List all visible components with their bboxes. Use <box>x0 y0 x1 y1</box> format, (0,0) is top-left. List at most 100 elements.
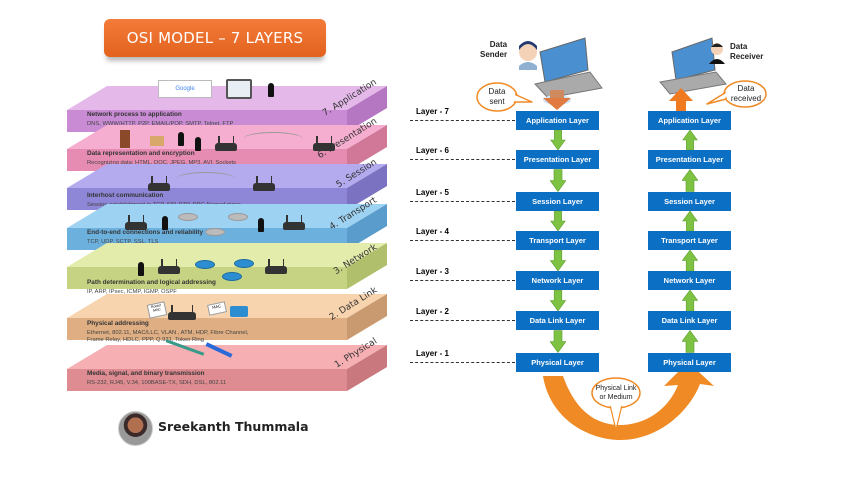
router-icon <box>253 176 275 191</box>
hub-icon <box>178 213 198 221</box>
author-name: Sreekanth Thummala <box>158 419 309 434</box>
layer-dashed-line <box>410 120 515 121</box>
layer-protocols-line2: Frame Relay, HDLC, PPP, Q.921, Token Rin… <box>87 337 204 343</box>
up-arrow-icon <box>682 290 698 311</box>
switch-icon <box>230 306 248 317</box>
layer-tag: Layer - 7 <box>416 107 449 116</box>
layer-tag: Layer - 6 <box>416 146 449 155</box>
layer-dashed-line <box>410 280 515 281</box>
up-arrow-icon <box>682 169 698 192</box>
layer-heading: Network process to application <box>87 111 182 118</box>
receiver-layer-box: Network Layer <box>648 271 731 290</box>
sender-layer-box: Network Layer <box>516 271 599 290</box>
down-arrow-icon <box>550 130 566 150</box>
layer-tag: Layer - 3 <box>416 267 449 276</box>
layer-dashed-line <box>410 362 515 363</box>
router-icon <box>158 259 180 274</box>
sender-layer-box: Data Link Layer <box>516 311 599 330</box>
layer-heading: Media, signal, and binary transmission <box>87 370 205 377</box>
box-icon <box>150 136 164 146</box>
sender-layer-box: Application Layer <box>516 111 599 130</box>
layer-dashed-line <box>410 240 515 241</box>
router-icon <box>148 176 170 191</box>
data-received-text: Data received <box>730 84 762 103</box>
receiver-laptop-icon <box>659 37 727 95</box>
down-arrow-icon <box>550 169 566 192</box>
hub-icon <box>205 228 225 236</box>
data-sent-text: Data sent <box>488 87 506 106</box>
sender-label: Data Sender <box>480 40 508 59</box>
sender-layer-box: Presentation Layer <box>516 150 599 169</box>
up-arrow-icon <box>682 211 698 231</box>
down-arrow-icon <box>550 250 566 271</box>
layer-heading: Path determination and logical addressin… <box>87 279 216 286</box>
author-avatar <box>118 411 153 446</box>
stack-layer-1: Media, signal, and binary transmission R… <box>67 337 387 401</box>
title-banner: OSI MODEL – 7 LAYERS <box>104 19 326 57</box>
layer-protocols: Recognizing data: HTML, DOC, JPEG, MP3, … <box>87 160 237 166</box>
receiver-layer-box: Session Layer <box>648 192 731 211</box>
router-blue-icon <box>195 260 215 269</box>
layer-heading: Interhost communication <box>87 192 164 199</box>
stack-layer-3: Path determination and logical addressin… <box>67 237 387 299</box>
layer-protocols: IP, ARP, IPsec, ICMP, IGMP, OSPF <box>87 289 177 295</box>
slab-shape <box>67 345 387 391</box>
hub-icon <box>228 213 248 221</box>
receiver-person-icon <box>709 43 725 64</box>
layer-tag: Layer - 4 <box>416 227 449 236</box>
person-icon <box>268 83 274 97</box>
sender-layer-box: Physical Layer <box>516 353 599 372</box>
slab-shape <box>67 243 387 289</box>
medium-text: Physical Link or Medium <box>595 385 637 401</box>
data-sent-arrow <box>543 90 571 110</box>
router-blue-icon <box>222 272 242 281</box>
router-icon <box>215 136 237 151</box>
receiver-layer-box: Presentation Layer <box>648 150 731 169</box>
layer-dashed-line <box>410 159 515 160</box>
person-icon <box>138 262 144 276</box>
layer-heading: End-to-end connections and reliability <box>87 229 204 236</box>
sender-layer-box: Transport Layer <box>516 231 599 250</box>
down-arrow-icon <box>550 211 566 231</box>
up-arrow-icon <box>682 250 698 271</box>
computer-icon <box>226 79 252 99</box>
up-arrow-icon <box>682 130 698 150</box>
sender-person-icon <box>519 41 537 70</box>
layer-protocols: TCP, UDP, SCTP, SSL, TLS <box>87 239 159 245</box>
data-received-arrow <box>669 88 693 112</box>
receiver-layer-box: Application Layer <box>648 111 731 130</box>
courier-icon <box>178 132 184 146</box>
router-icon <box>168 305 196 320</box>
router-icon <box>125 215 147 230</box>
sender-layer-box: Session Layer <box>516 192 599 211</box>
stack-layer-2: Physical addressing Ethernet, 802.11, MA… <box>67 286 387 350</box>
layer-protocols: RS-232, RJ45, V.34, 100BASE-TX, SDH, DSL… <box>87 380 227 386</box>
sender-laptop-icon <box>534 37 603 99</box>
title-text: OSI MODEL – 7 LAYERS <box>126 29 304 47</box>
bridge-icon <box>176 172 236 186</box>
down-arrow-icon <box>550 330 566 353</box>
layer-tag: Layer - 2 <box>416 307 449 316</box>
courier-icon <box>258 218 264 232</box>
browser-window-icon: Google <box>158 80 212 98</box>
layer-dashed-line <box>410 201 515 202</box>
layer-dashed-line <box>410 320 515 321</box>
layer-tag: Layer - 1 <box>416 349 449 358</box>
receiver-layer-box: Data Link Layer <box>648 311 731 330</box>
bridge-icon <box>243 132 303 146</box>
receiver-layer-box: Transport Layer <box>648 231 731 250</box>
layer-tag: Layer - 5 <box>416 188 449 197</box>
down-arrow-icon <box>550 290 566 311</box>
courier-icon <box>195 137 201 151</box>
layer-protocols: DNS, WWW/HTTP, P2P, EMAIL/POP, SMTP, Tel… <box>87 121 234 127</box>
courier-icon <box>162 216 168 230</box>
up-arrow-icon <box>682 330 698 353</box>
layer-protocols: Ethernet, 802.11, MAC/LLC, VLAN , ATM, H… <box>87 330 249 336</box>
layer-heading: Physical addressing <box>87 320 149 327</box>
router-icon <box>283 215 305 230</box>
atm-icon <box>120 130 130 148</box>
router-blue-icon <box>234 259 254 268</box>
slab-shape <box>67 294 387 340</box>
receiver-label: Data Receiver <box>730 42 764 61</box>
layer-heading: Data representation and encryption <box>87 150 195 157</box>
